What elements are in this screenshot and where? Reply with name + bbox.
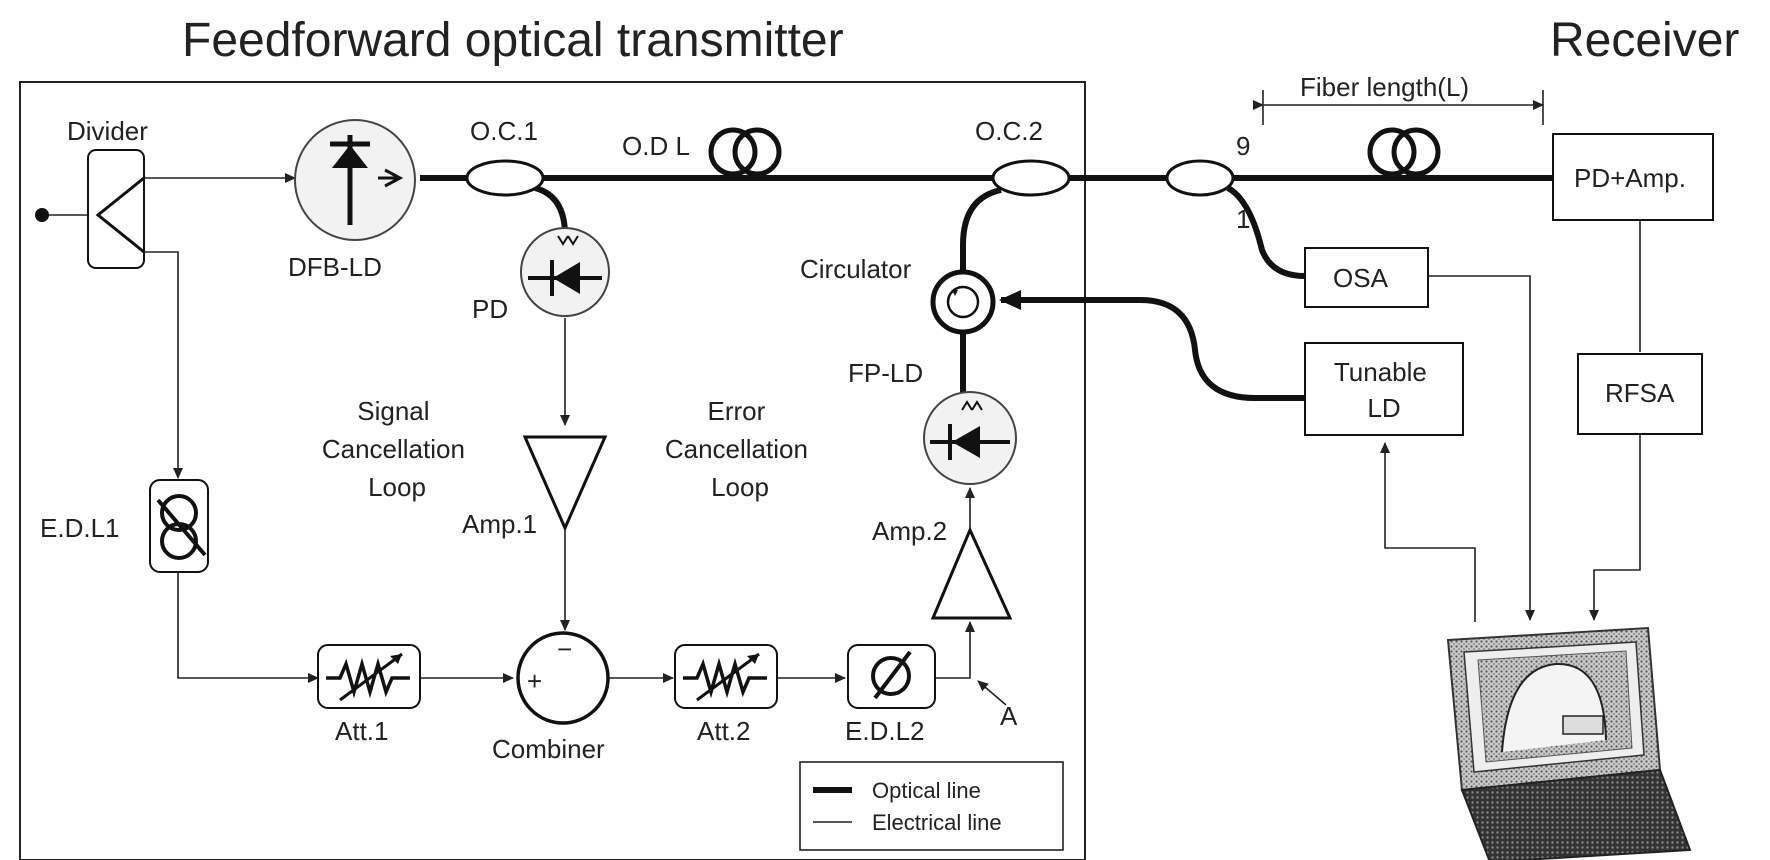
att2-icon — [674, 644, 778, 709]
circulator-label: Circulator — [800, 254, 912, 284]
oc1-label: O.C.1 — [470, 116, 538, 146]
dfb-ld-icon — [294, 119, 416, 241]
amp2-label: Amp.2 — [872, 516, 947, 546]
electrical-lines — [44, 90, 1641, 706]
fiber-length-label: Fiber length(L) — [1300, 72, 1469, 102]
amp1-label: Amp.1 — [462, 509, 537, 539]
optical-lines — [420, 175, 1553, 401]
legend-electrical-label: Electrical line — [872, 810, 1002, 835]
edl1-icon — [149, 479, 209, 573]
edl1-label: E.D.L1 — [40, 513, 120, 543]
divider-block — [87, 149, 145, 269]
edl2-label: E.D.L2 — [845, 716, 925, 746]
osa-label: OSA — [1333, 263, 1389, 293]
tunable-ld-line-2: LD — [1367, 393, 1400, 423]
tap-coupler — [1165, 159, 1235, 197]
rfsa-box — [1577, 353, 1703, 435]
oc2-coupler — [991, 159, 1071, 197]
signal-loop-line-3: Loop — [368, 472, 426, 502]
att2-label: Att.2 — [697, 716, 750, 746]
att1-icon — [317, 644, 421, 709]
error-loop-line-3: Loop — [711, 472, 769, 502]
att1-label: Att.1 — [335, 716, 388, 746]
combiner-minus: − — [557, 634, 572, 664]
amp2-triangle — [930, 526, 1013, 620]
oc1-coupler — [465, 159, 545, 197]
tunable-ld-label: Tunable LD — [1334, 357, 1434, 423]
laptop-icon — [1446, 626, 1692, 860]
odl-label: O.D L — [622, 131, 690, 161]
rfsa-label: RFSA — [1605, 378, 1675, 408]
amp1-triangle — [522, 435, 608, 532]
tunable-ld-line-1: Tunable — [1334, 357, 1427, 387]
signal-loop-line-1: Signal — [357, 396, 429, 426]
tunable-ld-box — [1304, 342, 1464, 436]
oc2-label: O.C.2 — [975, 116, 1043, 146]
fp-ld-icon — [923, 391, 1017, 485]
divider-label: Divider — [67, 116, 148, 146]
signal-loop-label: Signal Cancellation Loop — [322, 396, 472, 502]
point-a-label: A — [1000, 701, 1018, 731]
edl2-icon — [847, 644, 936, 709]
pd-amp-label: PD+Amp. — [1574, 163, 1686, 193]
circulator-icon — [930, 269, 996, 335]
error-loop-line-1: Error — [707, 396, 765, 426]
error-loop-line-2: Cancellation — [665, 434, 808, 464]
osa-box — [1304, 247, 1429, 308]
transmitter-title: Feedforward optical transmitter — [182, 14, 844, 67]
odl-coil-icon — [708, 127, 782, 177]
fiber-coil-icon — [1367, 127, 1441, 177]
legend: Optical line Electrical line — [799, 761, 1064, 851]
legend-optical-label: Optical line — [872, 778, 981, 803]
transmitter-enclosure — [19, 81, 1086, 860]
port-1-label: 1 — [1236, 204, 1250, 234]
combiner-plus: + — [527, 666, 542, 696]
receiver-title: Receiver — [1550, 14, 1739, 67]
error-loop-label: Error Cancellation Loop — [665, 396, 815, 502]
input-node — [35, 208, 49, 222]
pd-label: PD — [472, 294, 508, 324]
dfb-ld-label: DFB-LD — [288, 252, 382, 282]
combiner-icon — [516, 631, 610, 725]
signal-loop-line-2: Cancellation — [322, 434, 465, 464]
combiner-label: Combiner — [492, 734, 605, 764]
pd-icon — [520, 227, 610, 317]
fp-ld-label: FP-LD — [848, 358, 923, 388]
port-9-label: 9 — [1236, 131, 1250, 161]
pd-amp-box — [1552, 133, 1714, 221]
